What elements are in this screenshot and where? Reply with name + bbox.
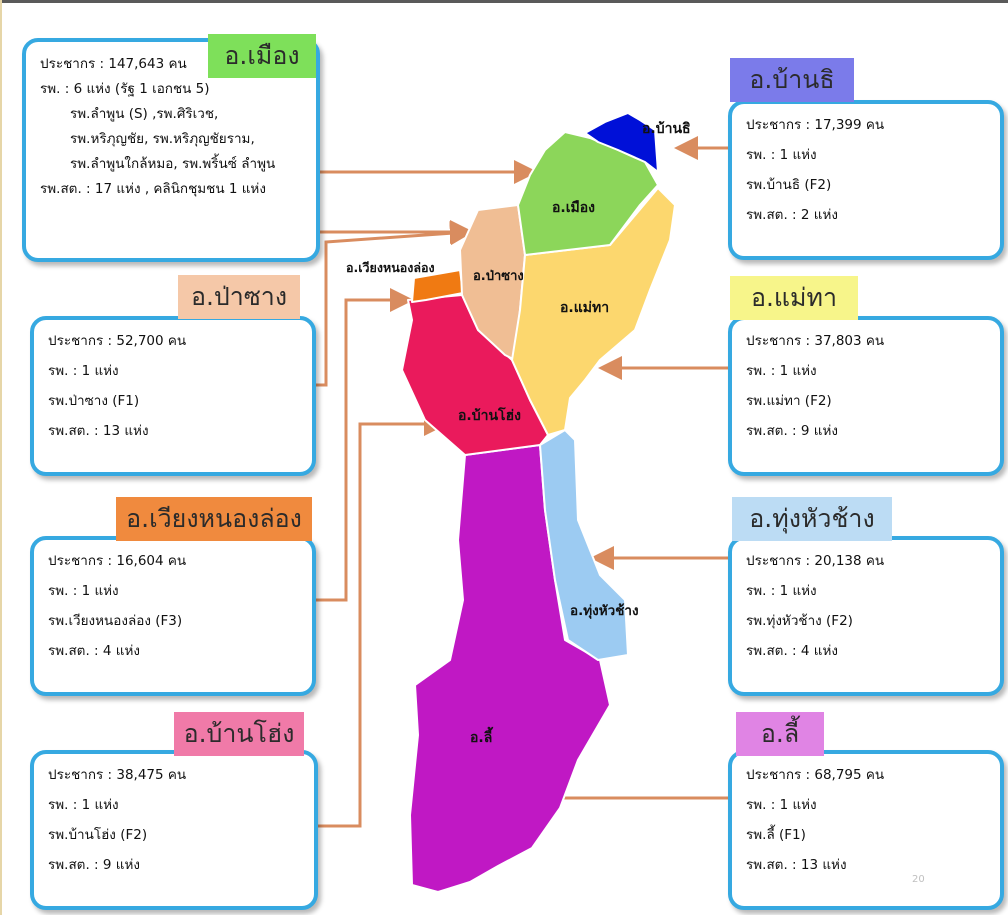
hospital-name: รพ.ทุ่งหัวช้าง (F2): [746, 613, 853, 629]
health-center-count: รพ.สต. : 9 แห่ง: [746, 423, 838, 439]
region-ban-thi: [584, 112, 659, 173]
info-box-ban-hong: ประชากร : 38,475 คน รพ. : 1 แห่ง รพ.บ้าน…: [30, 750, 318, 910]
health-center-count: รพ.สต. : 17 แห่ง , คลินิกชุมชน 1 แห่ง: [40, 181, 266, 197]
population: ประชากร : 68,795 คน: [746, 767, 885, 783]
tag-li: อ.ลี้: [736, 712, 824, 756]
tag-wiang-nong-long: อ.เวียงหนองล่อง: [116, 497, 312, 541]
info-box-wiang-nong-long: ประชากร : 16,604 คน รพ. : 1 แห่ง รพ.เวีย…: [30, 536, 316, 696]
hospital-count: รพ. : 1 แห่ง: [746, 363, 817, 379]
hospital-count: รพ. : 6 แห่ง (รัฐ 1 เอกชน 5): [40, 81, 210, 97]
tag-mae-tha: อ.แม่ทา: [730, 276, 858, 320]
region-li: [409, 444, 611, 893]
map-label-mueang: อ.เมือง: [552, 200, 595, 216]
hospital-name: รพ.ป่าซาง (F1): [48, 393, 140, 409]
region-mae-tha: [511, 187, 676, 436]
hospital-name: รพ.หริภุญชัย, รพ.หริภุญชัยราม,: [70, 131, 255, 147]
tag-thung-hua-chang: อ.ทุ่งหัวช้าง: [732, 497, 892, 541]
health-center-count: รพ.สต. : 4 แห่ง: [746, 643, 838, 659]
population: ประชากร : 147,643 คน: [40, 56, 187, 72]
arrow-pa-sang-2: [316, 221, 474, 387]
hospital-count: รพ. : 1 แห่ง: [746, 583, 817, 599]
health-center-count: รพ.สต. : 4 แห่ง: [48, 643, 140, 659]
info-box-mae-tha: ประชากร : 37,803 คน รพ. : 1 แห่ง รพ.แม่ท…: [728, 316, 1004, 476]
arrow-ban-hong: [318, 412, 448, 828]
hospital-name: รพ.แม่ทา (F2): [746, 393, 832, 409]
hospital-name: รพ.ลำพูน (S) ,รพ.ศิริเวช,: [70, 106, 219, 122]
health-center-count: รพ.สต. : 2 แห่ง: [746, 207, 838, 223]
hospital-name: รพ.ลำพูนใกล้หมอ, รพ.พริ้นซ์ ลำพูน: [70, 156, 276, 172]
health-center-count: รพ.สต. : 13 แห่ง: [48, 423, 149, 439]
hospital-name: รพ.ลี้ (F1): [746, 827, 806, 843]
info-box-ban-thi: ประชากร : 17,399 คน รพ. : 1 แห่ง รพ.บ้าน…: [728, 100, 1004, 260]
slide-number: 20: [912, 874, 925, 885]
map-label-li: อ.ลี้: [470, 726, 493, 746]
population: ประชากร : 37,803 คน: [746, 333, 885, 349]
left-border: [0, 0, 2, 915]
hospital-name: รพ.บ้านโฮ่ง (F2): [48, 827, 148, 843]
hospital-name: รพ.บ้านธิ (F2): [746, 177, 832, 193]
tag-mueang: อ.เมือง: [208, 34, 316, 78]
map-label-wiang-nong-long: อ.เวียงหนองล่อง: [346, 260, 435, 275]
top-border: [0, 0, 1008, 3]
info-box-thung-hua-chang: ประชากร : 20,138 คน รพ. : 1 แห่ง รพ.ทุ่ง…: [728, 536, 1004, 696]
hospital-count: รพ. : 1 แห่ง: [746, 797, 817, 813]
map-label-mae-tha: อ.แม่ทา: [560, 300, 609, 316]
hospital-count: รพ. : 1 แห่ง: [48, 363, 119, 379]
hospital-count: รพ. : 1 แห่ง: [746, 147, 817, 163]
tag-pa-sang: อ.ป่าซาง: [178, 275, 300, 319]
map-label-ban-thi: อ.บ้านธิ: [642, 121, 691, 137]
population: ประชากร : 16,604 คน: [48, 553, 187, 569]
map-label-ban-hong: อ.บ้านโฮ่ง: [458, 406, 521, 424]
arrow-wiang-nong-long: [316, 288, 414, 602]
hospital-count: รพ. : 1 แห่ง: [48, 797, 119, 813]
info-box-pa-sang: ประชากร : 52,700 คน รพ. : 1 แห่ง รพ.ป่าซ…: [30, 316, 316, 476]
health-center-count: รพ.สต. : 9 แห่ง: [48, 857, 140, 873]
population: ประชากร : 52,700 คน: [48, 333, 187, 349]
health-center-count: รพ.สต. : 13 แห่ง: [746, 857, 847, 873]
map-label-pa-sang: อ.ป่าซาง: [473, 269, 524, 284]
tag-ban-hong: อ.บ้านโฮ่ง: [174, 712, 304, 756]
population: ประชากร : 20,138 คน: [746, 553, 885, 569]
hospital-name: รพ.เวียงหนองล่อง (F3): [48, 613, 183, 629]
hospital-count: รพ. : 1 แห่ง: [48, 583, 119, 599]
tag-ban-thi: อ.บ้านธิ: [730, 58, 854, 102]
region-wiang-nong-long: [411, 269, 464, 303]
map-label-thung-hua-chang: อ.ทุ่งหัวช้าง: [570, 603, 639, 619]
population: ประชากร : 17,399 คน: [746, 117, 885, 133]
population: ประชากร : 38,475 คน: [48, 767, 187, 783]
info-box-li: ประชากร : 68,795 คน รพ. : 1 แห่ง รพ.ลี้ …: [728, 750, 1004, 910]
region-thung-hua-chang: [539, 429, 629, 661]
